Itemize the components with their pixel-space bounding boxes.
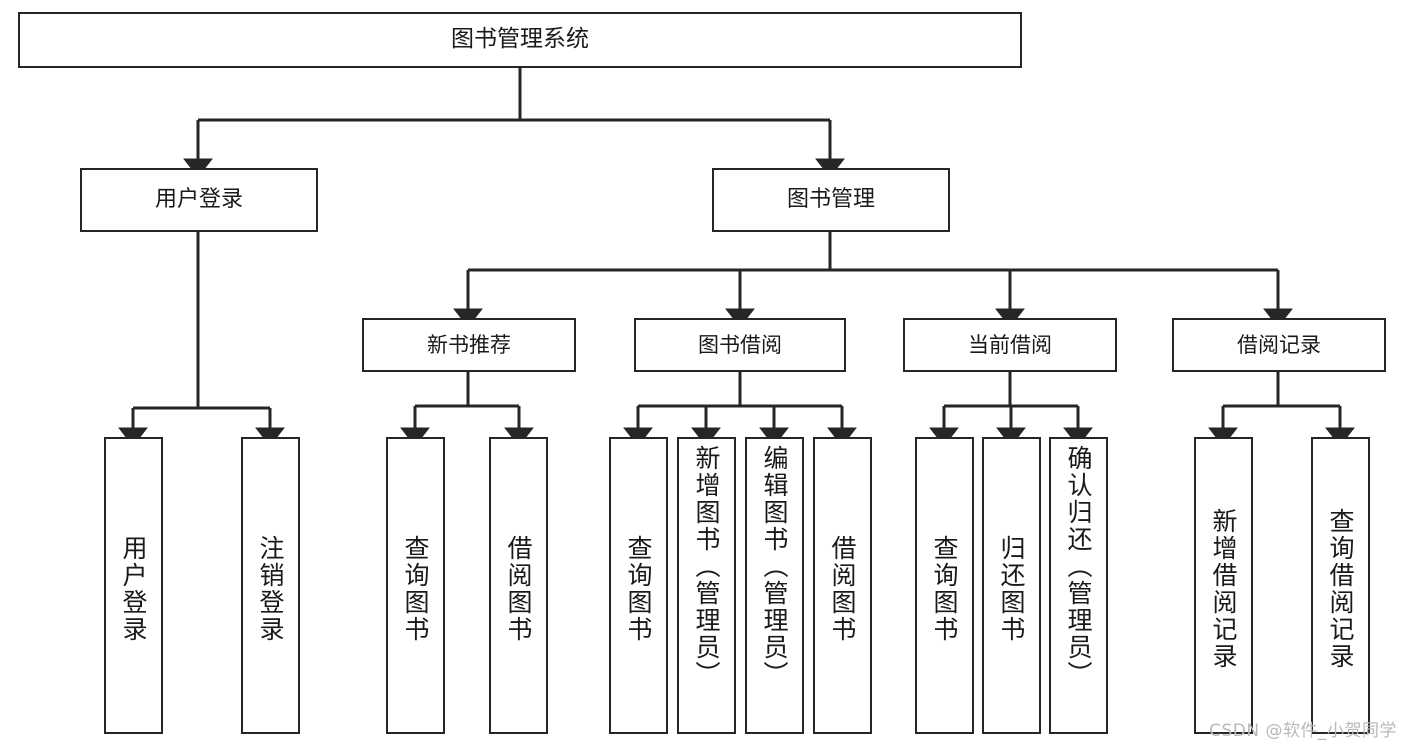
node-new-book-rec[interactable]: 新书推荐 xyxy=(362,318,576,372)
node-user-login[interactable]: 用户登录 xyxy=(80,168,318,232)
node-leaf-query-record[interactable]: 查询借阅记录 xyxy=(1311,437,1370,734)
node-leaf-user-logout[interactable]: 注销登录 xyxy=(241,437,300,734)
node-leaf-borrow-book-2-label: 借阅图书 xyxy=(828,534,857,643)
node-leaf-query-book-2[interactable]: 查询图书 xyxy=(609,437,668,734)
node-leaf-confirm-return-label: 确认归还（管理员） xyxy=(1064,445,1093,688)
node-leaf-add-record-label: 新增借阅记录 xyxy=(1209,507,1238,670)
node-leaf-edit-book-label: 编辑图书（管理员） xyxy=(760,445,789,688)
node-root[interactable]: 图书管理系统 xyxy=(18,12,1022,68)
node-book-manage[interactable]: 图书管理 xyxy=(712,168,950,232)
node-book-borrow[interactable]: 图书借阅 xyxy=(634,318,846,372)
node-leaf-add-book[interactable]: 新增图书（管理员） xyxy=(677,437,736,734)
node-leaf-user-login[interactable]: 用户登录 xyxy=(104,437,163,734)
node-leaf-query-book-1-label: 查询图书 xyxy=(401,534,430,643)
node-borrow-record-label: 借阅记录 xyxy=(1237,332,1321,357)
node-user-login-label: 用户登录 xyxy=(154,187,243,213)
node-root-label: 图书管理系统 xyxy=(451,26,589,53)
node-leaf-return-book[interactable]: 归还图书 xyxy=(982,437,1041,734)
node-leaf-query-record-label: 查询借阅记录 xyxy=(1326,507,1355,670)
node-leaf-query-book-1[interactable]: 查询图书 xyxy=(386,437,445,734)
node-book-manage-label: 图书管理 xyxy=(786,187,875,213)
node-leaf-query-book-3-label: 查询图书 xyxy=(930,534,959,643)
node-leaf-return-book-label: 归还图书 xyxy=(997,534,1026,643)
node-leaf-user-login-label: 用户登录 xyxy=(119,534,148,643)
node-current-borrow[interactable]: 当前借阅 xyxy=(903,318,1117,372)
node-new-book-rec-label: 新书推荐 xyxy=(427,332,511,357)
node-leaf-confirm-return[interactable]: 确认归还（管理员） xyxy=(1049,437,1108,734)
node-leaf-query-book-3[interactable]: 查询图书 xyxy=(915,437,974,734)
node-leaf-borrow-book-1-label: 借阅图书 xyxy=(504,534,533,643)
node-leaf-borrow-book-1[interactable]: 借阅图书 xyxy=(489,437,548,734)
node-leaf-user-logout-label: 注销登录 xyxy=(256,534,285,643)
node-leaf-add-record[interactable]: 新增借阅记录 xyxy=(1194,437,1253,734)
node-leaf-query-book-2-label: 查询图书 xyxy=(624,534,653,643)
node-current-borrow-label: 当前借阅 xyxy=(968,332,1052,357)
csdn-watermark: CSDN @软件_小贺同学 xyxy=(1209,721,1397,741)
node-leaf-edit-book[interactable]: 编辑图书（管理员） xyxy=(745,437,804,734)
node-book-borrow-label: 图书借阅 xyxy=(698,332,782,357)
node-leaf-add-book-label: 新增图书（管理员） xyxy=(692,445,721,688)
node-leaf-borrow-book-2[interactable]: 借阅图书 xyxy=(813,437,872,734)
node-borrow-record[interactable]: 借阅记录 xyxy=(1172,318,1386,372)
